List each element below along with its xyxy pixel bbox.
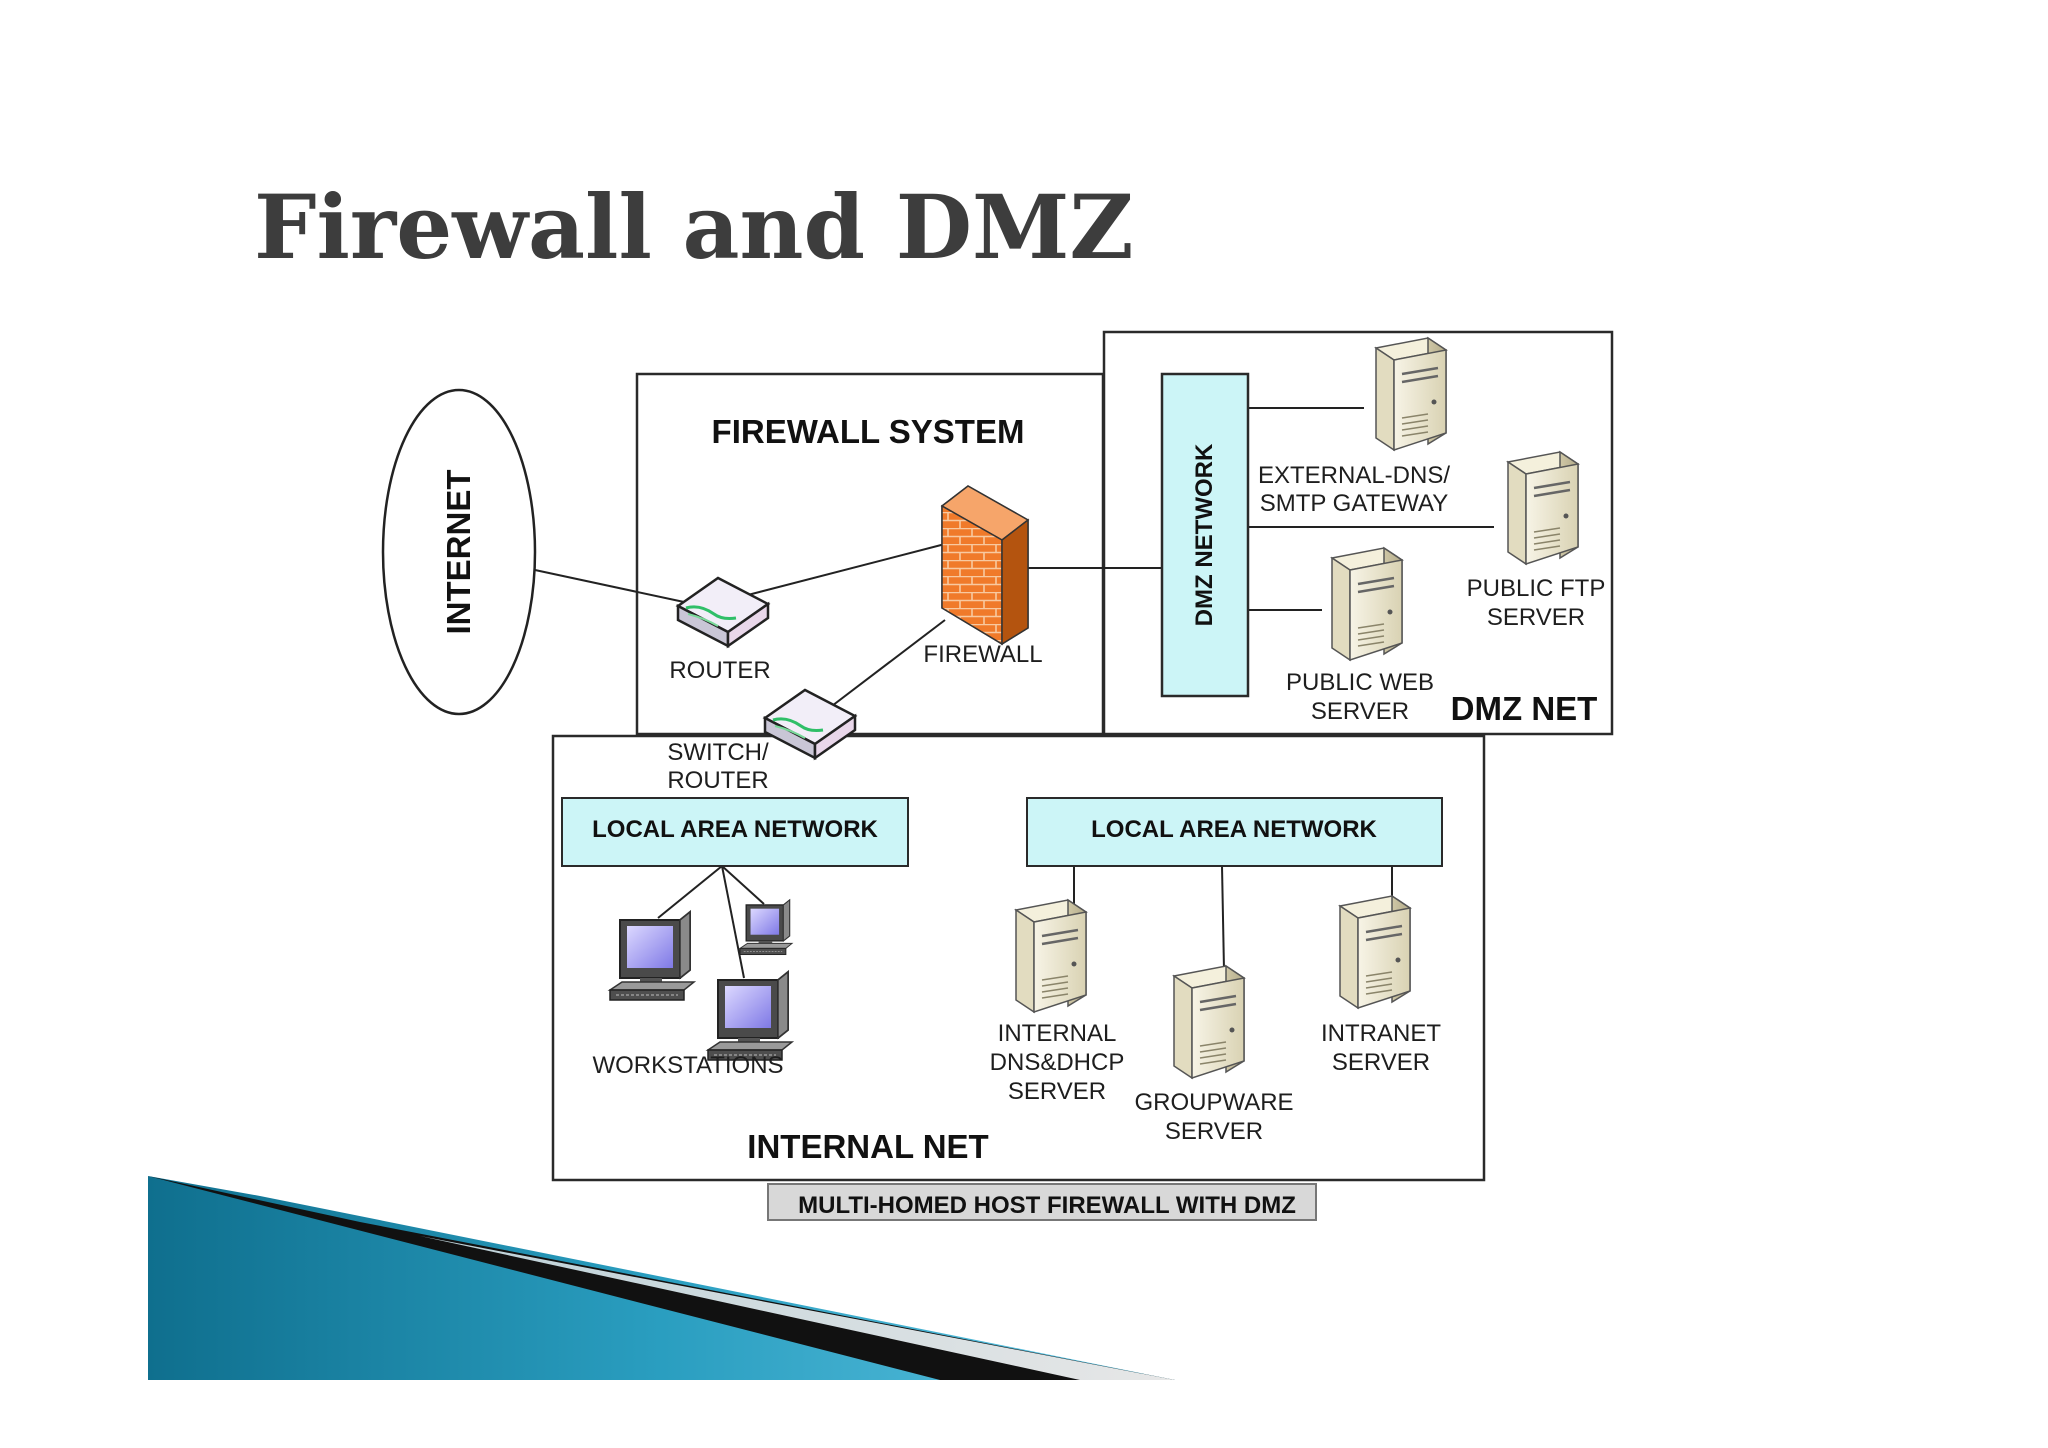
intranet-label-line1: INTRANET bbox=[1321, 1020, 1441, 1047]
public-ftp-label-line2: SERVER bbox=[1487, 604, 1585, 631]
workstation-icon bbox=[739, 899, 793, 956]
workstation-icon bbox=[707, 971, 793, 1061]
public-ftp-server-icon bbox=[1506, 450, 1580, 566]
dmz-network-bar bbox=[1160, 372, 1250, 698]
lan-left-box bbox=[561, 797, 909, 867]
public-ftp-label-line1: PUBLIC FTP bbox=[1467, 575, 1606, 602]
intranet-label-line2: SERVER bbox=[1332, 1049, 1430, 1076]
public-web-label-line2: SERVER bbox=[1311, 698, 1409, 725]
intranet-server-icon bbox=[1338, 894, 1412, 1010]
external-dns-server-icon bbox=[1374, 336, 1448, 452]
internal-dns-label-line1: INTERNAL bbox=[998, 1020, 1117, 1047]
groupware-server-icon bbox=[1172, 964, 1246, 1080]
public-web-server-icon bbox=[1330, 546, 1404, 662]
switch-router-label-line2: ROUTER bbox=[667, 767, 768, 794]
lan-right-label: LOCAL AREA NETWORK bbox=[1091, 816, 1377, 843]
caption-label: MULTI-HOMED HOST FIREWALL WITH DMZ bbox=[798, 1192, 1296, 1219]
workstation-icon bbox=[609, 911, 695, 1001]
internet-cloud: INTERNET bbox=[381, 388, 537, 716]
external-dns-label-line2: SMTP GATEWAY bbox=[1260, 490, 1448, 517]
connections bbox=[534, 407, 1494, 979]
firewall-label: FIREWALL bbox=[923, 641, 1042, 668]
internet-label: INTERNET bbox=[440, 470, 477, 635]
internal-dns-label-line2: DNS&DHCP bbox=[990, 1049, 1125, 1076]
groupware-label-line1: GROUPWARE bbox=[1134, 1089, 1293, 1116]
slide-title: Firewall and DMZ bbox=[254, 175, 1134, 279]
workstations-label: WORKSTATIONS bbox=[592, 1052, 783, 1079]
lan-left-label: LOCAL AREA NETWORK bbox=[592, 816, 878, 843]
caption-box bbox=[767, 1183, 1317, 1221]
dmz-network-label: DMZ NETWORK bbox=[1191, 443, 1218, 626]
internal-dns-label-line3: SERVER bbox=[1008, 1078, 1106, 1105]
internal-dns-server-icon bbox=[1014, 898, 1088, 1014]
firewall-icon bbox=[940, 485, 1030, 646]
external-dns-label-line1: EXTERNAL-DNS/ bbox=[1258, 462, 1450, 489]
dmz-net-title: DMZ NET bbox=[1451, 690, 1598, 727]
router-label: ROUTER bbox=[669, 657, 770, 684]
decorative-banner bbox=[148, 1176, 1175, 1380]
groupware-label-line2: SERVER bbox=[1165, 1118, 1263, 1145]
internal-net-title: INTERNAL NET bbox=[747, 1128, 988, 1165]
public-web-label-line1: PUBLIC WEB bbox=[1286, 669, 1434, 696]
switch-router-label-line1: SWITCH/ bbox=[667, 739, 769, 766]
firewall-system-title: FIREWALL SYSTEM bbox=[712, 413, 1025, 450]
lan-right-box bbox=[1026, 797, 1443, 867]
